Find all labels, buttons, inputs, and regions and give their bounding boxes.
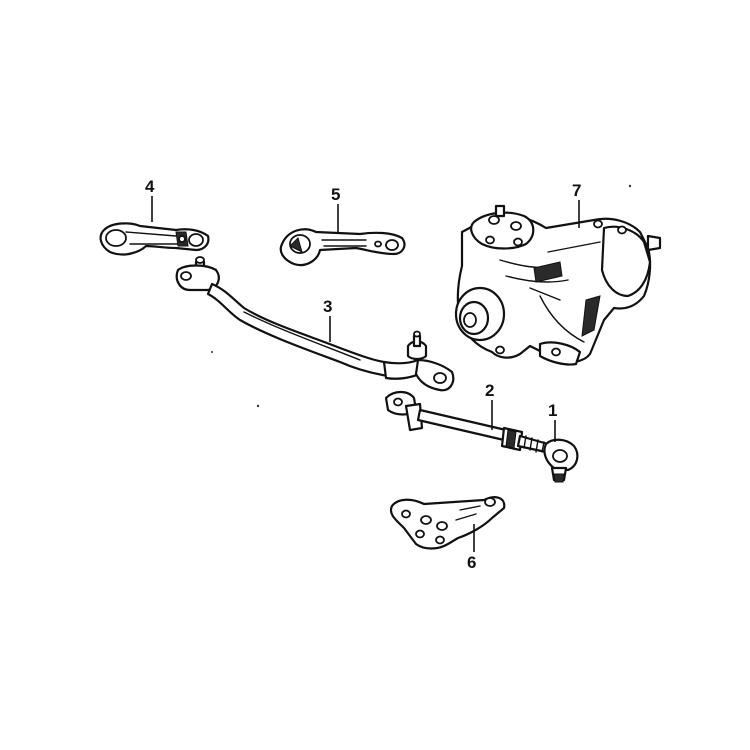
callout-7: 7 [572,181,581,200]
callout-3: 3 [323,297,332,316]
part-1-tie-rod-end[interactable] [543,438,579,483]
speck [256,404,260,408]
callout-5: 5 [331,185,340,204]
part-7-steering-gear[interactable] [454,204,662,366]
part-6-bracket[interactable] [389,496,506,550]
part-2-tie-rod[interactable] [384,390,550,454]
part-4-pitman-arm[interactable] [99,222,210,256]
speck [211,351,213,353]
callout-6: 6 [467,553,476,572]
callout-2: 2 [485,381,494,400]
callout-1: 1 [548,401,557,420]
speck [628,184,632,188]
callout-4: 4 [145,177,155,196]
part-5-idler-arm[interactable] [279,228,406,267]
part-3-center-link[interactable] [175,256,455,392]
